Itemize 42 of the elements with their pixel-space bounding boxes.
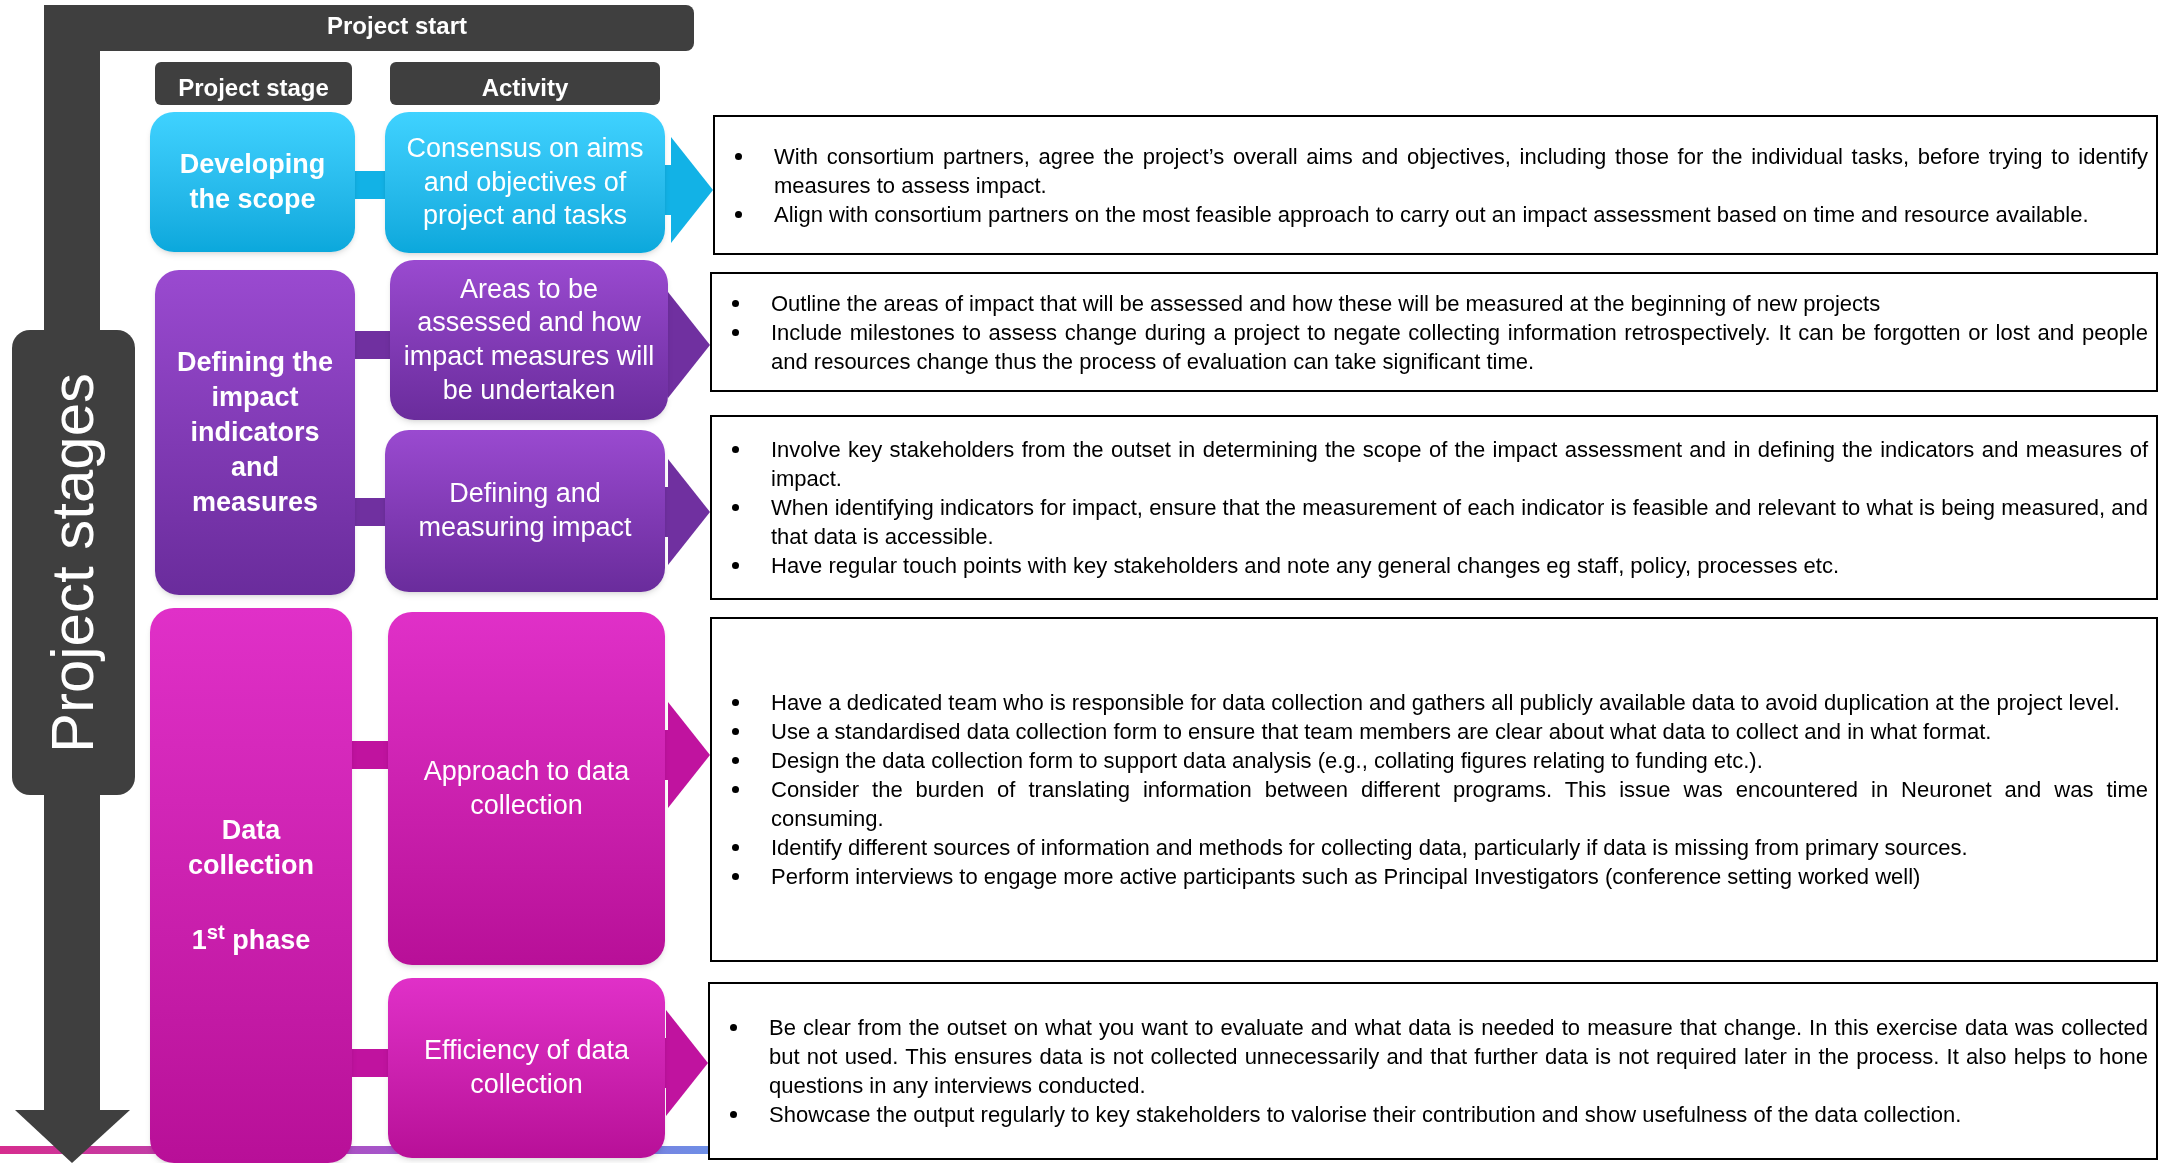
bullet-point: Involve key stakeholders from the outset in determining the scope of the impact assessment and in defining the indicators and measures of impact. [771,436,2148,493]
note-box [708,982,2158,1160]
column-header: Project stage [155,62,352,105]
bullet-point: Align with consortium partners on the most feasible approach to carry out an impact assessment based on time and resource available. [774,200,2089,229]
bullet-point: Have a dedicated team who is responsible for data collection and gathers all publicly available data to avoid duplication at the project level. [771,689,2120,717]
activity-box: Efficiency of data collection [388,978,665,1158]
connector-bar [352,741,388,769]
note-box [710,272,2158,392]
arrow [665,1010,708,1116]
note-box [710,415,2158,600]
activity-box: Approach to data collection [388,612,665,965]
timeline-start-label: Project start [325,11,469,41]
bullet-point: Showcase the output regularly to key stakeholders to valorise their contribution and show usefulness of the data collection. [769,1101,1962,1129]
activity-box: Consensus on aims and objectives of project and tasks [385,112,665,253]
bullet-point: With consortium partners, agree the project’s overall aims and objectives, including those for the individual tasks, before trying to identify measures to assess impact. [774,142,2148,200]
activity-box: Areas to be assessed and how impact measures will be undertaken [390,260,668,420]
arrow [665,137,713,243]
note-box [713,115,2158,255]
arrow [665,702,710,808]
bullet-point: Have regular touch points with key stakeholders and note any general changes eg staff, policy, processes etc. [771,552,1840,580]
timeline-label: Project stages [43,372,104,753]
column-header: Activity [390,62,660,105]
bullet-point: Include milestones to assess change during a project to negate collecting information retrospectively. It can be forgotten or lost and people and resources change thus the process of evaluation can take significant time. [771,318,2148,376]
bullet-point: Consider the burden of translating information between different programs. This issue was encountered in Neuronet and was time consuming. [771,776,2148,833]
bullet-point: Identify different sources of information and methods for collecting data, particularly if data is missing from primary sources. [771,834,1968,862]
bullet-point: Perform interviews to engage more active participants such as Principal Investigators (conference setting worked well) [771,863,1921,891]
connector-bar [355,171,385,199]
stage-box: Developing the scope [150,112,355,252]
activity-box: Defining and measuring impact [385,430,665,592]
bullet-point: Use a standardised data collection form to ensure that team members are clear about what data to collect and in what format. [771,718,1992,746]
bullet-point: When identifying indicators for impact, ensure that the measurement of each indicator is feasible and relevant to what is being measured, and that data is accessible. [771,494,2148,551]
connector-bar [355,498,385,526]
bullet-point: Outline the areas of impact that will be assessed and how these will be measured at the beginning of new projects [771,289,1881,318]
arrow [668,292,710,398]
bullet-point: Be clear from the outset on what you want to evaluate and what data is needed to measure that change. In this exercise data was collected but not used. This ensures data is not collected unnecessarily and that further data is not required later in the process. It also helps to hone questions in any interviews conducted. [769,1014,2148,1100]
connector-bar [355,331,390,359]
stage-box: Data collection 1$^{st}$ phase [150,608,352,1163]
arrow [665,459,710,565]
bullet-point: Design the data collection form to support data analysis (e.g., collating figures relating to funding etc.). [771,747,1763,775]
note-box [710,617,2158,962]
connector-bar [352,1049,388,1077]
stage-box: Defining the impact indicators and measures [155,270,355,595]
